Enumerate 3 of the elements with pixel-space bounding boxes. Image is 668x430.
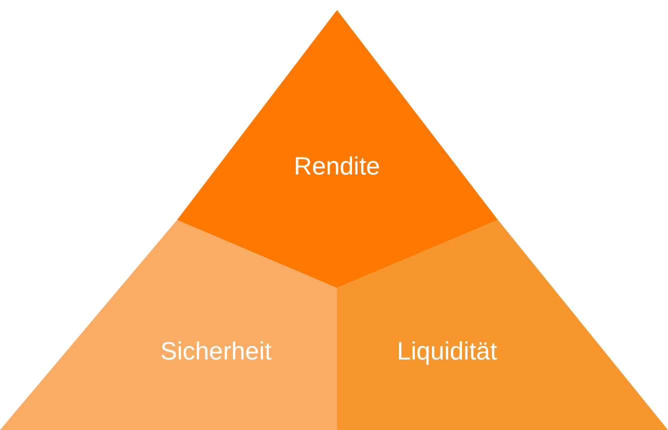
segment-label: Sicherheit [160, 338, 272, 366]
segment-label: Rendite [294, 152, 380, 182]
segment-label: Liquidität [396, 338, 498, 366]
